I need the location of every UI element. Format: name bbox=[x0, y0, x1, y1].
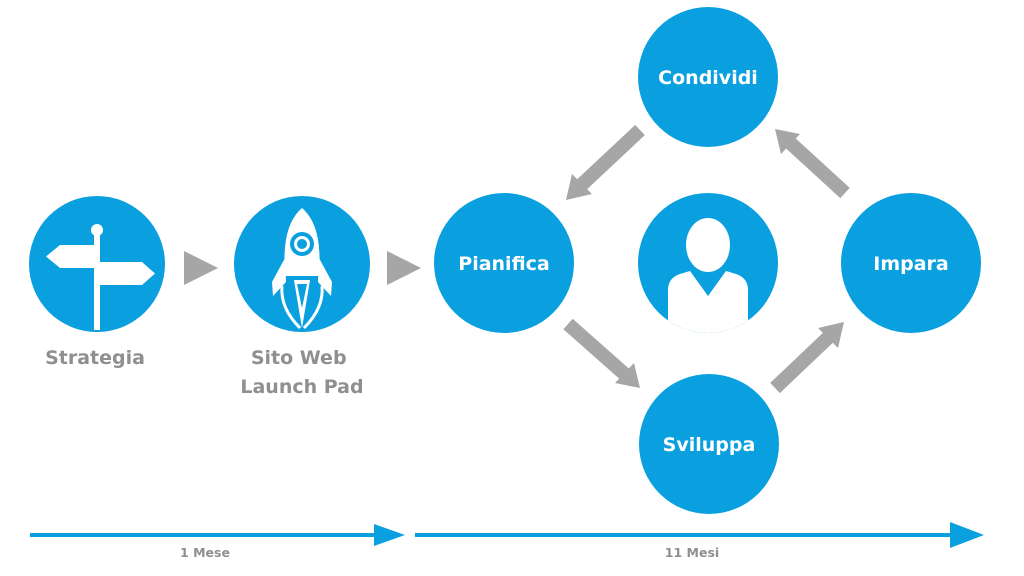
cycle-arrow-develop-to-learn bbox=[770, 322, 844, 394]
node-learn-label: Impara bbox=[873, 253, 948, 275]
strategy-step: Strategia bbox=[29, 196, 165, 369]
node-develop: Sviluppa bbox=[639, 374, 779, 514]
node-plan-label: Pianifica bbox=[458, 253, 549, 275]
timeline-arrow-2 bbox=[415, 522, 984, 548]
cycle-arrow-plan-to-develop bbox=[563, 318, 640, 388]
cycle-arrow-share-to-plan bbox=[566, 124, 645, 200]
strategy-label: Strategia bbox=[45, 347, 145, 369]
chevron-arrow-1 bbox=[184, 251, 218, 285]
cycle-arrow-learn-to-share bbox=[775, 129, 850, 199]
timeline-arrow-1 bbox=[30, 524, 405, 546]
signpost-icon bbox=[46, 224, 155, 330]
timeline: 1 Mese 11 Mesi bbox=[30, 522, 984, 560]
node-develop-label: Sviluppa bbox=[663, 434, 756, 456]
launchpad-step: Sito Web Launch Pad bbox=[234, 196, 370, 398]
timeline-label-2: 11 Mesi bbox=[665, 545, 719, 560]
node-learn: Impara bbox=[841, 193, 981, 333]
launchpad-label: Sito Web Launch Pad bbox=[240, 347, 363, 398]
rocket-icon bbox=[272, 208, 332, 330]
timeline-label-1: 1 Mese bbox=[180, 545, 230, 560]
node-plan: Pianifica bbox=[434, 193, 574, 333]
user-icon bbox=[668, 218, 748, 333]
center-user bbox=[638, 193, 778, 333]
chevron-arrow-2 bbox=[387, 251, 421, 285]
cycle: Condividi Pianifica Impara Sviluppa bbox=[434, 7, 981, 514]
node-share-label: Condividi bbox=[658, 67, 758, 89]
node-share: Condividi bbox=[638, 7, 778, 147]
